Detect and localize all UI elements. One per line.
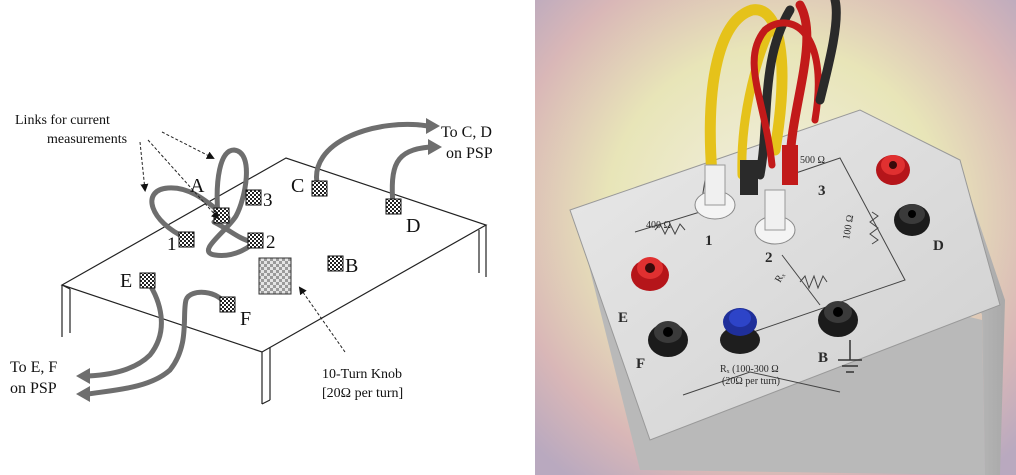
terminal-A-label: A: [190, 175, 205, 197]
photo-r100-label: 100 Ω: [841, 214, 856, 240]
jack-F-black: [648, 321, 688, 357]
knob-square: [258, 257, 292, 295]
post-E: [139, 272, 156, 289]
photo-label-3: 3: [818, 183, 826, 199]
photo-label-D: D: [933, 238, 944, 254]
resistor-box-outline: [60, 157, 488, 405]
to-cd-label-line1: To C, D: [441, 124, 492, 141]
terminal-F-label: F: [240, 308, 251, 330]
post-C: [311, 180, 328, 197]
terminal-C-label: C: [291, 175, 304, 197]
post-1: [178, 231, 195, 248]
link-ef-e: [85, 279, 164, 379]
photo-r500-label: 500 Ω: [800, 155, 825, 166]
photo-knob-line2: (20Ω per turn): [722, 376, 780, 387]
jack-1-white: [694, 164, 736, 220]
photo-label-1: 1: [705, 233, 713, 249]
jack-2-white: [754, 189, 796, 245]
photo-jacks: [631, 145, 930, 373]
post-B: [327, 255, 344, 272]
arrow-to-ef-f: [76, 386, 90, 402]
terminal-B-label: B: [345, 255, 358, 277]
link-ef-f: [85, 289, 229, 397]
photo-label-E: E: [618, 310, 628, 326]
arrow-to-cd-lower: [428, 139, 442, 155]
cable-arrowheads: [76, 118, 442, 402]
link-1-2-loop: [205, 147, 259, 258]
to-ef-label-line1: To E, F: [10, 359, 57, 376]
jack-E-red: [631, 257, 669, 291]
photo-cables: [704, 0, 841, 181]
post-3: [245, 189, 262, 206]
photo-label-2: 2: [765, 250, 773, 266]
box-top-panel: [569, 109, 1001, 441]
jack-D-black: [894, 204, 930, 236]
photo-label-B: B: [818, 350, 828, 366]
jack-C-red: [876, 155, 910, 185]
ground-symbol: [838, 340, 862, 373]
photo-label-F: F: [636, 356, 645, 372]
link-cd-upper: [314, 121, 431, 191]
post-2: [247, 232, 264, 249]
link-1-3: [149, 185, 231, 241]
ten-turn-knob: [720, 308, 760, 354]
post-F: [219, 296, 236, 313]
jack-B-black: [818, 301, 858, 337]
terminal-D-label: D: [406, 215, 420, 237]
link-cd-lower: [389, 144, 433, 209]
to-ef-label-line2: on PSP: [10, 380, 57, 397]
photo-knob-line1: Rₓ (100-300 Ω: [720, 364, 779, 375]
arrow-to-ef-e: [76, 368, 90, 384]
box-right-side: [940, 160, 1005, 475]
post-D: [385, 198, 402, 215]
jack-A-black: [740, 160, 758, 195]
leader-lines: [139, 131, 346, 353]
point-1-label: 1: [167, 234, 177, 255]
terminal-E-label: E: [120, 270, 132, 292]
photo-of-resistor-box: 400 Ω 500 Ω 100 Ω Rₓ Rₓ (100-300 Ω (20Ω …: [535, 0, 1016, 475]
photo-r400-label: 400 Ω: [646, 220, 671, 231]
to-cd-label-line2: on PSP: [446, 145, 493, 162]
diagram-labels: Links for current measurements To C, D o…: [10, 113, 493, 401]
knob-label-line1: 10-Turn Knob: [322, 367, 402, 382]
point-3-label: 3: [263, 190, 273, 211]
knob-label-line2: [20Ω per turn]: [322, 386, 403, 401]
schematic-diagram: Links for current measurements To C, D o…: [10, 113, 493, 405]
links-label-line1: Links for current: [15, 113, 110, 128]
point-2-label: 2: [266, 232, 276, 253]
jack-3-red: [782, 145, 798, 185]
arrow-to-cd-upper: [426, 118, 440, 134]
links-label-line2: measurements: [47, 132, 127, 147]
